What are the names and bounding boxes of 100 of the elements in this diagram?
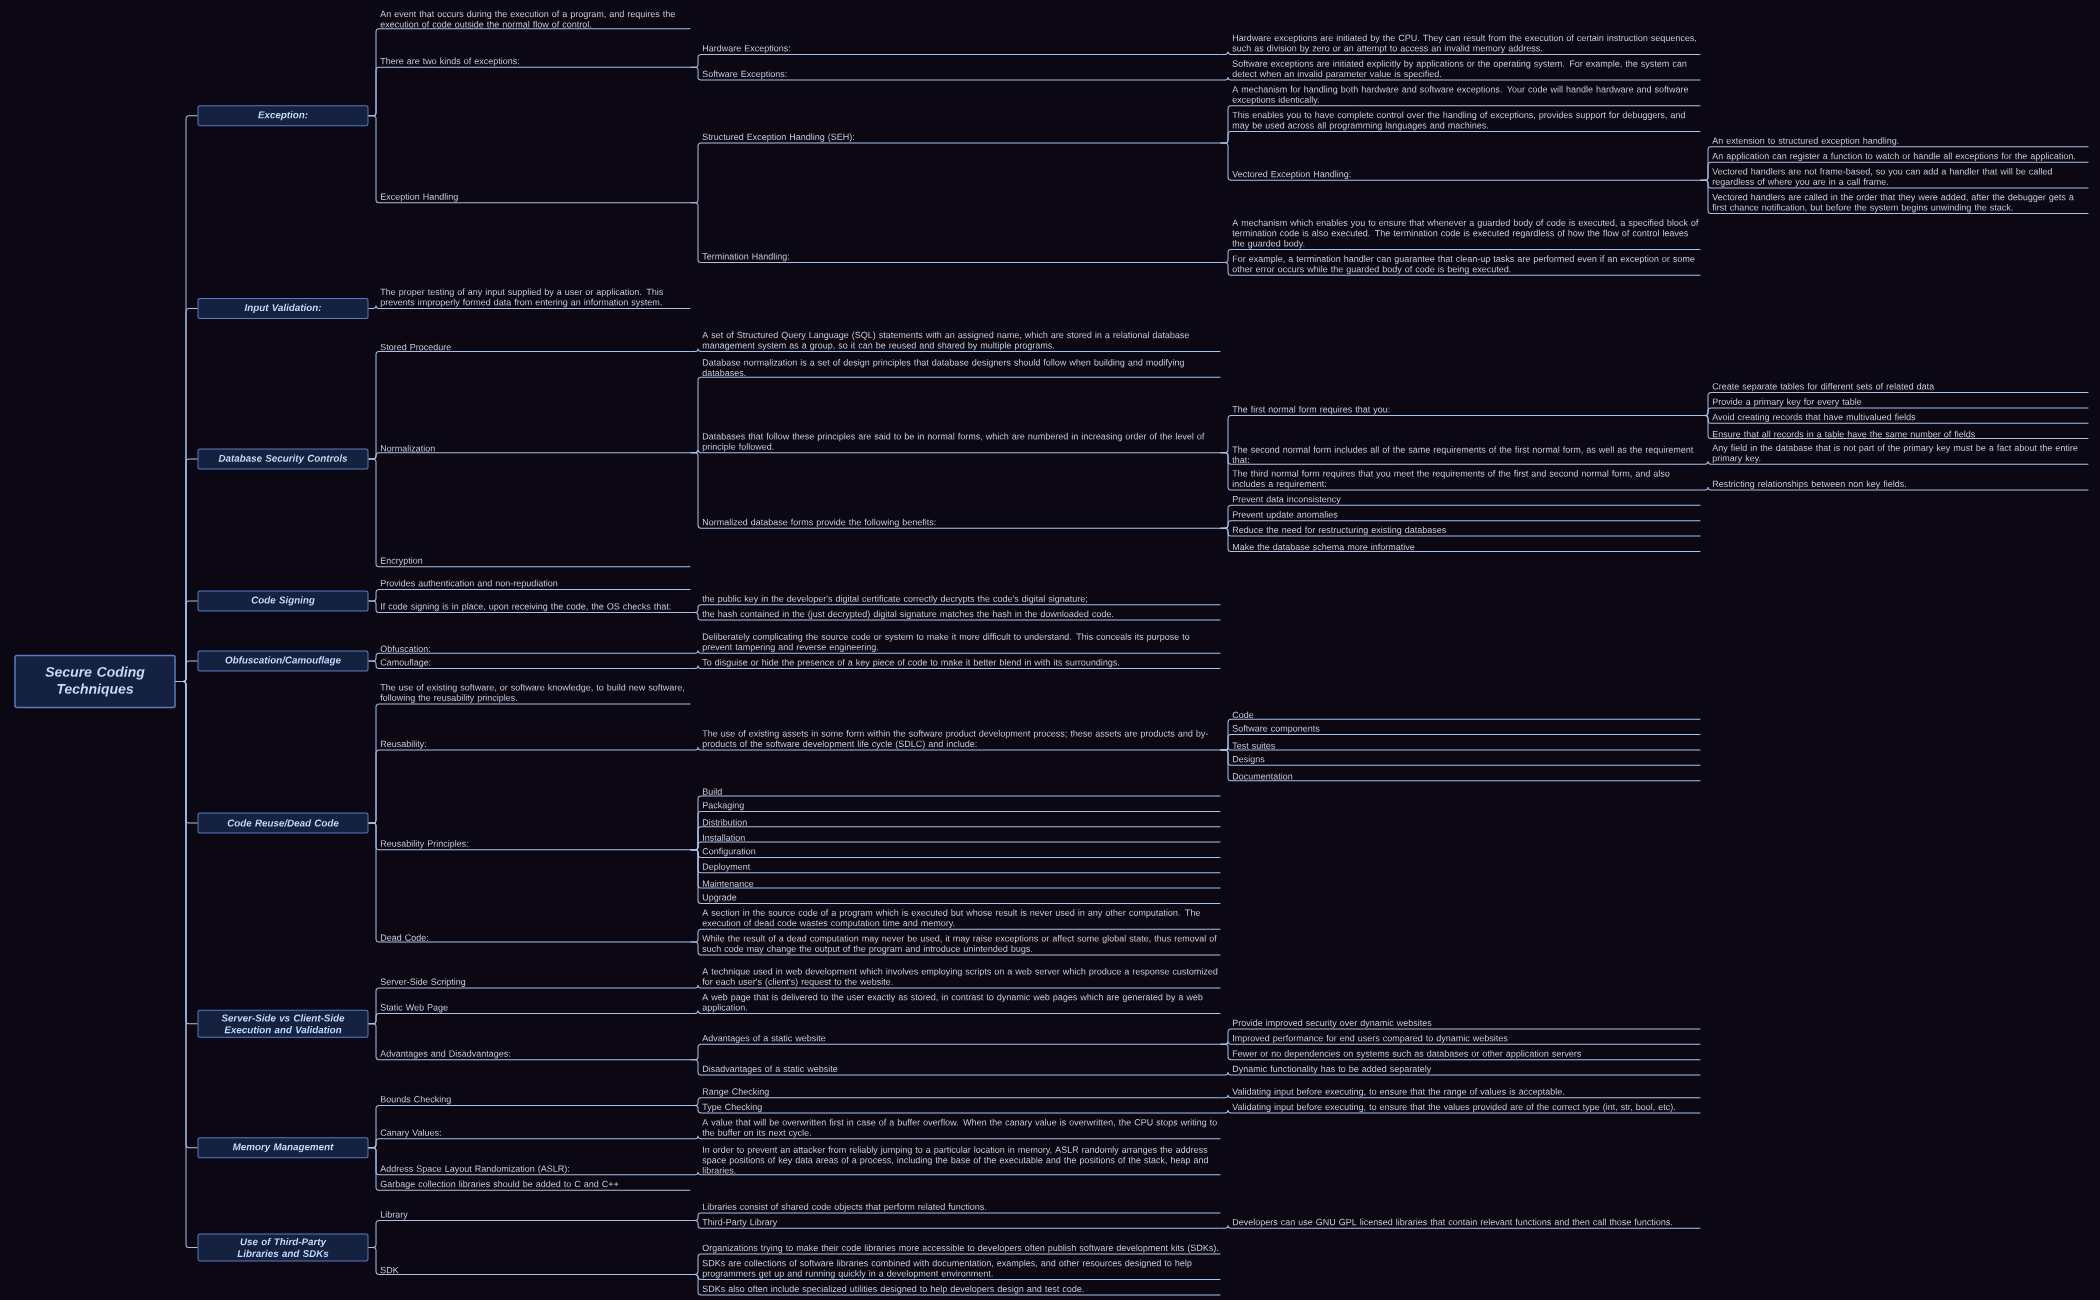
underlined-text: Any field in the database that is not part of the primary key must be a fact about the entire primary key. bbox=[1711, 444, 2089, 465]
underlined-text: Reusability Principles: bbox=[379, 840, 691, 851]
underlined-text: A technique used in web development which involves employing scripts on a web server which produce a response customized for each user's (client's) request to the website. bbox=[701, 967, 1221, 989]
underlined-text: Restricting relationships between non key fields. bbox=[1711, 480, 2089, 491]
underlined-text: SDKs are collections of software libraries combined with documentation, examples, and other resources designed to help programmers get up and running quickly in a development environment. bbox=[701, 1259, 1221, 1281]
underlined-text: Vectored handlers are not frame-based, so you can add a handler that will be called regardless of where you are in a call frame. bbox=[1711, 167, 2089, 189]
connector-line bbox=[689, 452, 703, 529]
underlined-text: Stored Procedure bbox=[379, 343, 691, 352]
underlined-text: The use of existing assets in some form within the software product development process; these assets are products and by-products of the software development life cycle (SDLC) and include: bbox=[701, 730, 1221, 751]
underlined-text: A web page that is delivered to the user exactly as stored, in contrast to dynamic web pages which are generated by a web application. bbox=[701, 993, 1221, 1015]
underlined-text: Bounds Checking bbox=[379, 1095, 691, 1106]
underlined-text: Normalization bbox=[379, 445, 691, 454]
underlined-text: Software components bbox=[1231, 725, 1701, 736]
underlined-text: Organizations trying to make their code libraries more accessible to developers often publish software development kits (SDKs). bbox=[701, 1244, 1221, 1255]
connector-line bbox=[1699, 460, 1713, 465]
connector-line bbox=[689, 66, 703, 81]
underlined-text: While the result of a dead computation may never be used, it may raise exceptions or affect some global state, thus removal of such code may change the output of the program and introduce unintended bugs. bbox=[701, 934, 1221, 956]
underlined-text: Provide improved security over dynamic websites bbox=[1231, 1019, 1701, 1030]
connector-line bbox=[689, 202, 703, 263]
underlined-text: If code signing is in place, upon receiving the code, the OS checks that: bbox=[379, 602, 691, 613]
underlined-text: Vectored Exception Handling: bbox=[1231, 170, 1701, 181]
connector-line bbox=[368, 600, 381, 613]
underlined-text: Libraries consist of shared code objects that perform related functions. bbox=[701, 1203, 1221, 1214]
connector-line bbox=[368, 1023, 381, 1061]
connector-line bbox=[368, 304, 381, 309]
underlined-text: Deployment bbox=[701, 863, 1221, 874]
connector-line bbox=[689, 1010, 703, 1015]
underlined-text: An event that occurs during the execution of a program, and requires the execution of code outside the normal flow of control. bbox=[379, 10, 691, 30]
underlined-text: Provide a primary key for every table bbox=[1711, 398, 2089, 409]
connector-line bbox=[368, 822, 381, 943]
underlined-text: the hash contained in the (just decrypted) digital signature matches the hash in the downloaded code. bbox=[701, 610, 1221, 621]
underlined-text: Fewer or no dependencies on systems such as databases or other application servers bbox=[1231, 1050, 1701, 1061]
connector-line bbox=[689, 1135, 703, 1140]
connector-line bbox=[1219, 1109, 1233, 1114]
topic-box: Use of Third-Party Libraries and SDKs bbox=[197, 1233, 369, 1262]
underlined-text: Developers can use GNU GPL licensed libraries that contain relevant functions and then call those functions. bbox=[1231, 1218, 1701, 1229]
underlined-text: Make the database schema more informative bbox=[1231, 543, 1701, 552]
topic-box: Memory Management bbox=[197, 1137, 369, 1159]
connector-line bbox=[368, 1147, 381, 1191]
connector-line bbox=[1699, 486, 1713, 491]
topic-box: Server-Side vs Client-Side Execution and Validation bbox=[197, 1009, 369, 1038]
underlined-text: The use of existing software, or software knowledge, to build new software, following the reusability principles. bbox=[379, 683, 691, 705]
underlined-text: Server-Side Scripting bbox=[379, 978, 691, 989]
connector-line bbox=[689, 941, 703, 956]
topic-box: Exception: bbox=[197, 105, 369, 127]
underlined-text: A section in the source code of a program which is executed but whose result is never used in any other computation. The execution of dead code wastes computation time and memory. bbox=[701, 909, 1221, 930]
underlined-text: Improved performance for end users compared to dynamic websites bbox=[1231, 1034, 1701, 1045]
connector-line bbox=[1219, 1224, 1233, 1229]
connector-line bbox=[368, 660, 381, 669]
connector-line bbox=[1219, 142, 1233, 181]
underlined-text: Configuration bbox=[701, 847, 1221, 858]
connector-line bbox=[689, 984, 703, 989]
connector-line bbox=[368, 115, 381, 204]
underlined-text: Packaging bbox=[701, 801, 1221, 812]
underlined-text: Documentation bbox=[1231, 772, 1701, 782]
connector-line bbox=[1219, 749, 1233, 782]
underlined-text: Avoid creating records that have multivalued fields bbox=[1711, 413, 2089, 424]
underlined-text: Database normalization is a set of design principles that database designers should follow when building and modifying databases. bbox=[701, 359, 1221, 378]
underlined-text: Range Checking bbox=[701, 1088, 1221, 1099]
underlined-text: Code bbox=[1231, 711, 1701, 720]
connector-line bbox=[1219, 76, 1233, 81]
connector-line bbox=[368, 458, 381, 568]
underlined-text: Maintenance bbox=[701, 880, 1221, 889]
underlined-text: Hardware exceptions are initiated by the CPU. They can result from the execution of certain instruction sequences, such as division by zero or an attempt to access an invalid memory address. bbox=[1231, 34, 1701, 55]
connector-line bbox=[689, 612, 703, 621]
underlined-text: SDK bbox=[379, 1266, 691, 1275]
connector-line bbox=[1219, 452, 1233, 491]
underlined-text: Provides authentication and non-repudiation bbox=[379, 579, 691, 590]
underlined-text: The second normal form includes all of the same requirements of the first normal form, as well as the requirement that: bbox=[1231, 446, 1701, 465]
underlined-text: Prevent data inconsistency bbox=[1231, 495, 1701, 506]
underlined-text: Garbage collection libraries should be added to C and C++ bbox=[379, 1180, 691, 1191]
connector-line bbox=[1219, 1094, 1233, 1099]
underlined-text: A mechanism which enables you to ensure that whenever a guarded body of code is executed, a specified block of termination code is also executed. The termination code is executed regardless of how the flow of control leaves the guarded body. bbox=[1231, 219, 1701, 251]
underlined-text: Address Space Layout Randomization (ASLR): bbox=[379, 1165, 691, 1176]
underlined-text: Build bbox=[701, 788, 1221, 797]
connector-line bbox=[1219, 50, 1233, 55]
underlined-text: To disguise or hide the presence of a key piece of code to make it better blend in with its surroundings. bbox=[701, 658, 1221, 669]
underlined-text: Designs bbox=[1231, 755, 1701, 766]
topic-box: Input Validation: bbox=[197, 297, 369, 319]
connector-line bbox=[689, 746, 703, 751]
underlined-text: Ensure that all records in a table have the same number of fields bbox=[1711, 430, 2089, 440]
underlined-text: Normalized database forms provide the following benefits: bbox=[701, 518, 1221, 529]
connector-line bbox=[689, 1059, 703, 1076]
underlined-text: A value that will be overwritten first in case of a buffer overflow. When the canary value is overwritten, the CPU stops writing to the buffer on its next cycle. bbox=[701, 1118, 1221, 1140]
underlined-text: Deliberately complicating the source code or system to make it more difficult to understand. This conceals its purpose to prevent tampering and reverse engineering. bbox=[701, 633, 1221, 654]
underlined-text: Termination Handling: bbox=[701, 252, 1221, 263]
underlined-text: the public key in the developer's digital certificate correctly decrypts the code's digital signature; bbox=[701, 595, 1221, 606]
underlined-text: A mechanism for handling both hardware and software exceptions. Your code will handle hardware and software exceptions identically. bbox=[1231, 85, 1701, 107]
topic-box: Code Reuse/Dead Code bbox=[197, 812, 369, 834]
underlined-text: Disadvantages of a static website bbox=[701, 1065, 1221, 1076]
underlined-text: Static Web Page bbox=[379, 1004, 691, 1015]
underlined-text: Upgrade bbox=[701, 893, 1221, 904]
underlined-text: Software exceptions are initiated explicitly by applications or the operating system. For example, the system can detect when an invalid parameter value is specified. bbox=[1231, 60, 1701, 81]
underlined-text: Reduce the need for restructuring existing databases bbox=[1231, 526, 1701, 537]
underlined-text: This enables you to have complete control over the handling of exceptions, provides support for debuggers, and may be used across all programming languages and machines. bbox=[1231, 111, 1701, 132]
underlined-text: An extension to structured exception handling. bbox=[1711, 137, 2089, 148]
underlined-text: Type Checking bbox=[701, 1103, 1221, 1114]
connector-line bbox=[689, 849, 703, 904]
underlined-text: Obfuscation: bbox=[379, 645, 691, 654]
underlined-text: Reusability: bbox=[379, 740, 691, 751]
